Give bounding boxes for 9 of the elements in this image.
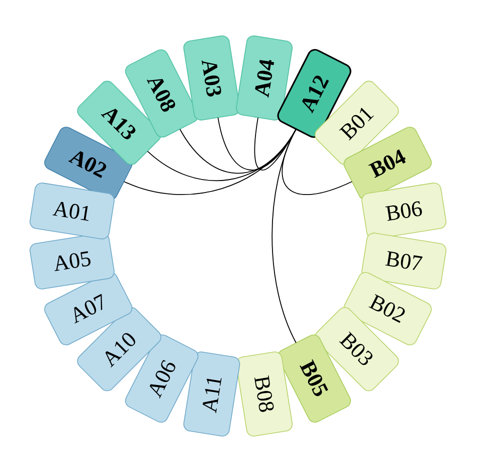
label-box: A03 <box>183 35 240 120</box>
label-box: A05 <box>30 232 115 290</box>
connector-curve <box>272 128 296 344</box>
label-box: A04 <box>236 35 293 120</box>
label-box: B07 <box>361 232 446 290</box>
label-box: B06 <box>361 182 446 240</box>
label-box: B08 <box>236 352 293 436</box>
label-box: A01 <box>30 182 115 240</box>
label-box: A11 <box>183 352 240 436</box>
